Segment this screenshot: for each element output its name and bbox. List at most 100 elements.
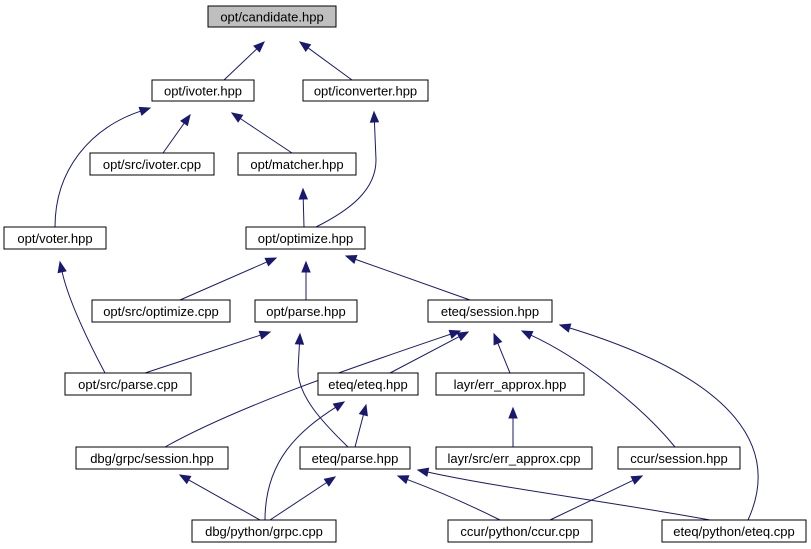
edge-eteq-cpp-to-eteq-parse-hpp	[416, 467, 711, 521]
node-voter-hpp[interactable]: opt/voter.hpp	[3, 226, 107, 250]
node-box	[91, 299, 231, 323]
edge-line	[187, 478, 261, 521]
edge-line	[315, 120, 377, 228]
node-ivoter-hpp[interactable]: opt/ivoter.hpp	[151, 79, 255, 102]
node-err-approx-cpp[interactable]: layr/src/err_approx.cpp	[435, 446, 593, 470]
node-err-approx-hpp[interactable]: layr/err_approx.hpp	[435, 372, 585, 396]
edge-line	[406, 478, 501, 521]
node-matcher-hpp[interactable]: opt/matcher.hpp	[237, 152, 357, 176]
node-iconverter-hpp[interactable]: opt/iconverter.hpp	[302, 79, 429, 102]
arrowhead	[369, 110, 380, 123]
node-dbg-session-hpp[interactable]: dbg/grpc/session.hpp	[75, 446, 229, 470]
node-label: eteq/python/eteq.cpp	[673, 524, 794, 539]
node-optimize-hpp[interactable]: opt/optimize.hpp	[245, 226, 366, 250]
arrowhead	[520, 330, 534, 340]
node-label: ccur/session.hpp	[630, 451, 728, 466]
node-label: opt/src/optimize.cpp	[103, 304, 219, 319]
node-box	[245, 226, 366, 250]
edge-grpc-cpp-to-dbg-session-hpp	[178, 474, 261, 521]
arrowhead	[396, 475, 410, 485]
node-label: layr/err_approx.hpp	[454, 377, 567, 392]
node-box	[435, 446, 593, 470]
node-label: eteq/session.hpp	[441, 304, 539, 319]
arrowhead	[178, 474, 192, 485]
edge-line	[223, 47, 258, 81]
node-box	[254, 299, 358, 323]
arrowhead	[294, 332, 305, 345]
arrowhead	[448, 329, 462, 339]
node-ccur-session-hpp[interactable]: ccur/session.hpp	[617, 446, 741, 470]
edge-ccur-session-hpp-to-eteq-session-hpp	[520, 330, 676, 448]
edge-ccur-cpp-to-eteq-parse-hpp	[396, 475, 501, 521]
node-box	[75, 446, 229, 470]
edge-line	[162, 122, 186, 154]
node-eteq-eteq-hpp[interactable]: eteq/eteq.hpp	[317, 372, 419, 396]
edge-optimize-hpp-to-matcher-hpp	[298, 187, 309, 228]
node-src-parse-cpp[interactable]: opt/src/parse.cpp	[64, 372, 192, 396]
arrowhead	[456, 331, 470, 342]
edge-line	[239, 117, 293, 154]
node-box	[207, 5, 337, 28]
node-label: opt/voter.hpp	[17, 231, 92, 246]
node-eteq-parse-hpp[interactable]: eteq/parse.hpp	[299, 446, 411, 470]
edge-line	[354, 258, 471, 301]
node-box	[151, 79, 255, 102]
edge-parse-hpp-to-optimize-hpp	[301, 260, 311, 300]
edge-eteq-eteq-hpp-to-eteq-session-hpp	[389, 331, 470, 374]
node-box	[302, 79, 429, 102]
arrowhead	[301, 260, 311, 273]
edge-line	[297, 342, 349, 448]
arrowhead	[493, 332, 503, 346]
edge-err-approx-cpp-to-err-approx-hpp	[508, 406, 518, 447]
node-box	[617, 446, 741, 470]
node-box	[89, 152, 215, 176]
arrowhead	[358, 403, 368, 417]
edge-line	[164, 333, 452, 448]
arrowhead	[416, 467, 430, 477]
node-ccur-cpp[interactable]: ccur/python/ccur.cpp	[447, 519, 593, 543]
edge-line	[179, 261, 269, 301]
arrowhead	[258, 330, 272, 340]
arrowhead	[230, 112, 244, 123]
edge-iconverter-hpp-to-candidate-hpp	[298, 41, 353, 81]
edge-eteq-session-hpp-to-optimize-hpp	[344, 255, 471, 301]
arrowhead	[298, 41, 312, 53]
edge-dbg-session-hpp-to-eteq-session-hpp	[164, 329, 462, 448]
node-box	[427, 299, 553, 323]
edge-line	[264, 406, 337, 521]
graph-nodes: opt/candidate.hpp opt/ivoter.hpp opt/iconv…	[3, 5, 807, 543]
edge-src-parse-cpp-to-voter-hpp	[57, 260, 106, 374]
node-src-ivoter-cpp[interactable]: opt/src/ivoter.cpp	[89, 152, 215, 176]
edge-optimize-hpp-to-iconverter-hpp	[315, 110, 380, 228]
edge-eteq-parse-hpp-to-parse-hpp	[294, 332, 349, 448]
edge-matcher-hpp-to-ivoter-hpp	[230, 112, 293, 154]
node-box	[237, 152, 357, 176]
node-label: opt/optimize.hpp	[258, 231, 353, 246]
node-grpc-cpp[interactable]: dbg/python/grpc.cpp	[191, 519, 337, 543]
edge-src-ivoter-cpp-to-ivoter-hpp	[162, 113, 191, 154]
arrowhead	[630, 475, 644, 485]
node-candidate-hpp[interactable]: opt/candidate.hpp	[207, 5, 337, 28]
node-parse-hpp[interactable]: opt/parse.hpp	[254, 299, 358, 323]
node-label: opt/matcher.hpp	[250, 157, 343, 172]
node-box	[435, 372, 585, 396]
arrowhead	[344, 255, 358, 264]
edge-line	[529, 334, 676, 448]
edge-line	[496, 342, 511, 374]
node-label: layr/src/err_approx.cpp	[448, 451, 581, 466]
edge-line	[144, 334, 262, 374]
node-label: opt/src/parse.cpp	[78, 377, 178, 392]
node-box	[64, 372, 192, 396]
node-eteq-cpp[interactable]: eteq/python/eteq.cpp	[661, 519, 807, 543]
arrowhead	[253, 41, 265, 53]
node-label: eteq/eteq.hpp	[328, 377, 408, 392]
edge-line	[568, 327, 759, 521]
node-box	[447, 519, 593, 543]
node-eteq-session-hpp[interactable]: eteq/session.hpp	[427, 299, 553, 323]
edge-line	[549, 479, 635, 521]
edge-eteq-parse-hpp-to-eteq-eteq-hpp	[354, 403, 368, 448]
node-box	[317, 372, 419, 396]
node-src-optimize-cpp[interactable]: opt/src/optimize.cpp	[91, 299, 231, 323]
edge-src-optimize-cpp-to-optimize-hpp	[179, 257, 278, 301]
